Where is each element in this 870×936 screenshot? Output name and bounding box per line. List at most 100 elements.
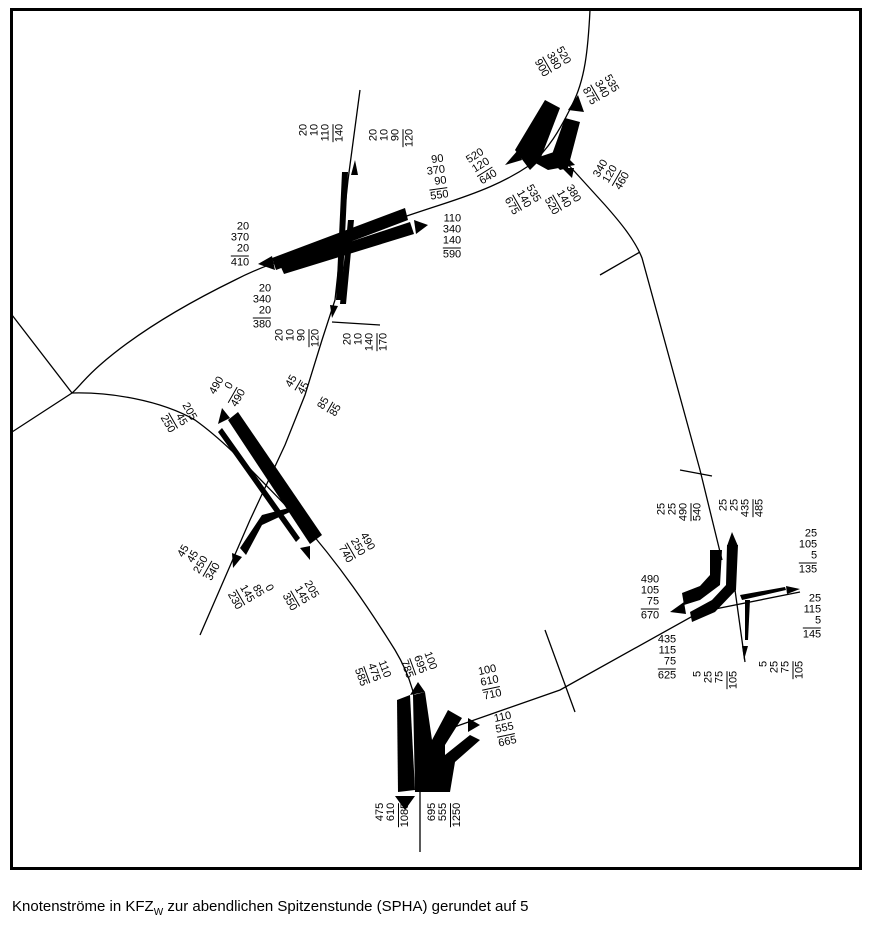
arrow-head: [410, 682, 425, 695]
flow-value: 105: [798, 538, 818, 551]
flow-bands: [218, 95, 800, 810]
flow-value: 490: [640, 573, 660, 586]
flow-value: 435: [739, 498, 752, 518]
road-stub-east: [599, 251, 641, 276]
flow-total: 105: [726, 670, 740, 690]
flow-value: 75: [646, 595, 660, 608]
flow-value: 20: [236, 220, 250, 233]
flow-value: 25: [804, 527, 818, 540]
road-northeast-southeast: [554, 149, 723, 561]
arrow-head: [330, 305, 338, 318]
flow-total: 135: [798, 562, 818, 576]
road-stub-vertical: [331, 321, 381, 326]
arrow-head: [670, 602, 686, 614]
flow-value: 90: [295, 328, 308, 342]
flow-value: 435: [657, 633, 677, 646]
arrow-head: [300, 546, 310, 560]
road-network-map: [11, 9, 801, 852]
diagram-frame: [10, 8, 862, 870]
road-north-vertical: [199, 89, 361, 636]
road-west-south: [71, 392, 421, 852]
flow-value: 115: [803, 603, 822, 616]
flow-value: 370: [230, 231, 250, 244]
flow-band: [336, 172, 348, 300]
flow-total: 410: [230, 255, 250, 269]
arrow-head: [351, 160, 358, 175]
arrow-head: [218, 408, 230, 424]
flow-value: 340: [442, 223, 462, 236]
caption-subscript: W: [153, 907, 164, 918]
flow-value: 110: [319, 123, 332, 142]
flow-value: 610: [385, 802, 397, 822]
arrow-head: [727, 532, 738, 546]
flow-total: 105: [792, 660, 806, 680]
road-main-northwest: [11, 9, 591, 433]
flow-value: 75: [663, 655, 677, 668]
flow-value: 20: [258, 304, 272, 317]
flow-band: [682, 550, 722, 605]
flow-value: 555: [437, 802, 449, 822]
flow-value: 90: [389, 128, 402, 142]
flow-total: 590: [442, 247, 462, 261]
caption-prefix: Knotenströme in KFZ: [12, 898, 154, 915]
road-stub-se: [679, 469, 713, 477]
flow-value: 75: [713, 670, 726, 684]
flow-total: 485: [752, 498, 766, 518]
flow-band: [530, 150, 575, 170]
flow-band: [515, 100, 560, 170]
flow-value: 105: [640, 584, 660, 597]
flow-band: [445, 735, 480, 792]
arrow-head: [562, 168, 574, 178]
flow-band: [740, 587, 786, 600]
flow-value: 340: [252, 293, 272, 306]
flow-total: 540: [690, 502, 704, 522]
arrow-head: [742, 646, 748, 660]
figure-caption: Knotenströme in KFZW zur abendlichen Spi…: [12, 898, 528, 918]
flow-band: [690, 545, 738, 622]
flow-value: 20: [258, 282, 272, 295]
flow-total: 1085: [398, 802, 411, 828]
arrow-head: [468, 718, 480, 732]
flow-total: 120: [308, 328, 322, 348]
flow-value: 75: [779, 660, 792, 674]
arrow-head: [505, 150, 522, 165]
flow-value: 25: [808, 592, 822, 605]
flow-band: [340, 220, 354, 304]
flow-total: 380: [252, 317, 272, 331]
flow-value: 20: [236, 242, 250, 255]
flow-total: 170: [376, 332, 390, 352]
flow-total: 1250: [450, 802, 463, 828]
flow-total: 120: [402, 128, 416, 148]
flow-band: [240, 505, 300, 555]
flow-value: 490: [677, 502, 690, 522]
flow-value: 115: [658, 644, 677, 657]
flow-total: 550: [429, 187, 450, 203]
arrow-head: [568, 95, 584, 112]
caption-suffix: zur abendlichen Spitzenstunde (SPHA) ger…: [163, 898, 529, 915]
flow-band: [228, 412, 322, 544]
arrow-head: [232, 553, 242, 568]
road-stub-south: [544, 629, 576, 713]
flow-band: [397, 695, 415, 792]
flow-total: 145: [802, 627, 822, 641]
arrow-head: [258, 256, 275, 270]
flow-value: 140: [363, 332, 376, 352]
flow-value: 140: [442, 234, 462, 247]
road-south-southeast: [439, 591, 801, 733]
flow-total: 625: [657, 668, 677, 682]
arrow-head: [786, 586, 800, 594]
